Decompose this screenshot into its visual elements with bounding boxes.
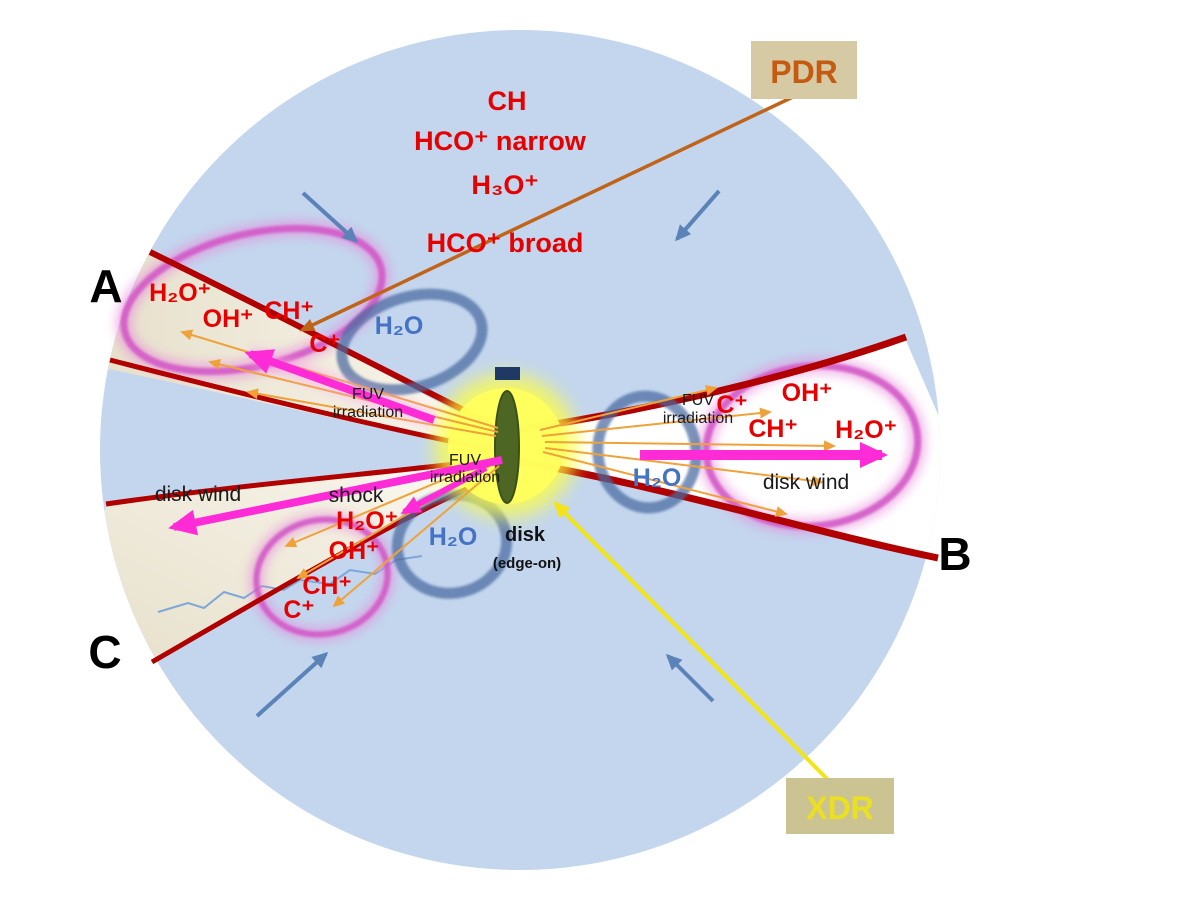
- h2o-ring-c: [391, 489, 513, 599]
- infall-arrow-nw: [301, 191, 359, 244]
- species-ch-plus-c: CH⁺: [302, 572, 351, 600]
- disk-label: disk: [505, 524, 546, 546]
- envelope-species: CH HCO⁺ narrow H₃O⁺ HCO⁺ broad: [414, 86, 587, 258]
- species-oh-plus-b: OH⁺: [782, 379, 833, 407]
- species-ch-plus-b: CH⁺: [748, 415, 797, 443]
- species-ch: CH: [488, 86, 527, 116]
- cavity-a-labels: H₂O⁺ OH⁺ CH⁺ C⁺ H₂O FUV irradiation: [149, 279, 423, 421]
- xdr-callout: XDR: [553, 501, 894, 834]
- fuv-ray: [246, 388, 497, 437]
- fuv-label-b-line2: irradiation: [663, 410, 733, 427]
- wind-arrow-a: [244, 349, 436, 424]
- blue-h2o-rings: [336, 288, 702, 599]
- fuv-label-a-line1: FUV: [352, 386, 384, 403]
- fuv-ray: [539, 384, 718, 431]
- disk-edge-on-shape: [494, 390, 520, 504]
- cavity-b-labels: FUV irradiation C⁺ OH⁺ CH⁺ H₂O⁺ H₂O disk…: [633, 379, 897, 494]
- xdr-box: [786, 778, 894, 834]
- disk-top-marker: [495, 367, 520, 380]
- fuv-label-a-line2: irradiation: [333, 404, 403, 421]
- region-label-a: A: [89, 260, 122, 312]
- cavity-b-fill: [516, 336, 940, 560]
- infall-arrow-se: [665, 653, 715, 703]
- species-h2o-plus-b: H₂O⁺: [835, 416, 897, 444]
- species-oh-plus-c: OH⁺: [329, 537, 380, 565]
- h2o-ring-a: [336, 288, 488, 396]
- fuv-ray: [544, 440, 836, 452]
- species-ch-plus-a: CH⁺: [264, 297, 313, 325]
- fuv-label-c-line1: FUV: [449, 452, 481, 469]
- fuv-ray: [541, 407, 772, 437]
- wind-arrow-c-long: [168, 456, 503, 536]
- species-h2o-b: H₂O: [633, 464, 682, 492]
- pink-ring-c: [253, 516, 391, 638]
- infall-arrow-ne: [675, 189, 721, 242]
- fuv-label-b-line1: FUV: [682, 392, 714, 409]
- pdr-box: [751, 41, 857, 99]
- shock-label: shock: [329, 484, 384, 507]
- disk-wind-label-b: disk wind: [763, 471, 849, 494]
- cavity-c-labels: disk wind shock FUV irradiation H₂O⁺ OH⁺…: [155, 452, 500, 624]
- disk-sublabel: (edge-on): [493, 555, 561, 572]
- species-oh-plus-a: OH⁺: [203, 305, 254, 333]
- disk-wind-arrows: [168, 346, 888, 536]
- fuv-label-c-line2: irradiation: [430, 469, 500, 486]
- species-hco-narrow: HCO⁺ narrow: [414, 126, 587, 156]
- species-h3o: H₃O⁺: [471, 170, 538, 200]
- wind-arrow-c-short: [400, 465, 488, 515]
- region-label-c: C: [88, 626, 121, 678]
- disk-wind-label-c: disk wind: [155, 483, 241, 506]
- species-c-plus-b: C⁺: [716, 391, 747, 419]
- pdr-callout: PDR: [299, 41, 857, 332]
- fuv-ray: [542, 451, 788, 517]
- fuv-ray: [284, 457, 496, 548]
- fuv-ray: [544, 447, 824, 487]
- species-h2o-plus-a: H₂O⁺: [149, 279, 211, 307]
- species-h2o-c: H₂O: [429, 523, 478, 551]
- h2o-ring-b: [592, 390, 702, 514]
- fuv-ray: [332, 465, 500, 608]
- pdr-arrow: [299, 94, 796, 332]
- species-hco-broad: HCO⁺ broad: [427, 228, 584, 258]
- xdr-label: XDR: [806, 790, 874, 826]
- cavity-b-bottom-wall: [519, 458, 939, 562]
- species-c-plus-a: C⁺: [309, 330, 340, 358]
- xdr-arrow: [553, 501, 837, 789]
- region-label-b: B: [938, 528, 971, 580]
- species-h2o-a: H₂O: [375, 312, 424, 340]
- species-h2o-plus-c: H₂O⁺: [336, 507, 398, 535]
- shock-front-wave: [157, 555, 423, 613]
- pdr-label: PDR: [770, 54, 838, 90]
- infall-arrow-sw: [255, 651, 329, 718]
- species-c-plus-c: C⁺: [283, 596, 314, 624]
- infall-arrows: [255, 189, 721, 718]
